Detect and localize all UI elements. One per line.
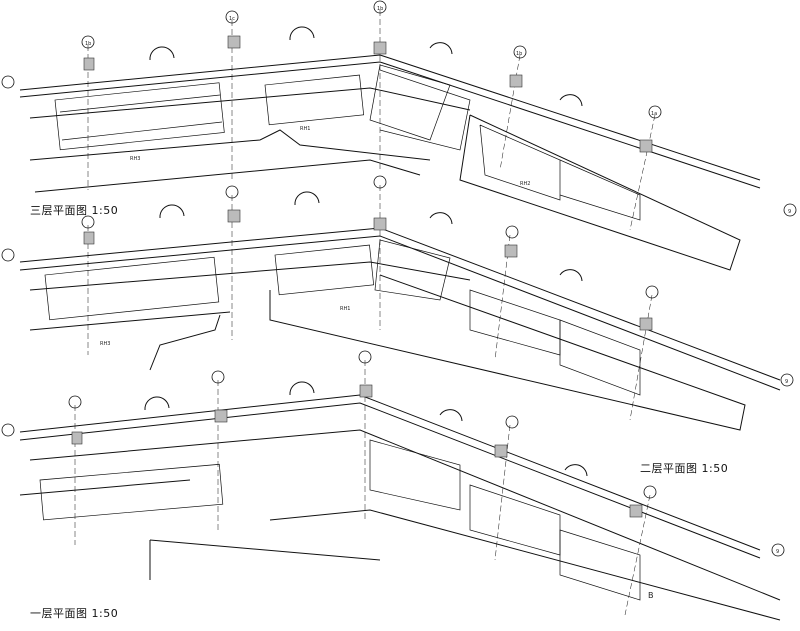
third-escalator-right: [369, 64, 471, 151]
second-floor-title: 二层平面图 1:50: [640, 462, 729, 475]
axis-tag: 1a: [651, 111, 657, 117]
axis-tag: 1b: [377, 6, 383, 12]
third-floor-title: 三层平面图 1:50: [30, 204, 119, 217]
axis-tag: 9: [785, 379, 788, 385]
third-escalator-left: [54, 82, 225, 151]
axis-tag: 1c: [229, 16, 235, 22]
third-floor-plan: [19, 10, 761, 271]
third-escalator-mid: [264, 74, 365, 126]
first-escalator-right: [369, 439, 641, 601]
axis-tag: 9: [788, 209, 791, 215]
first-floor-plan: [19, 360, 781, 621]
room-label: RH3: [130, 156, 140, 162]
axis-tag: 9: [776, 549, 779, 555]
second-escalator-long: [374, 239, 641, 396]
columns: [71, 35, 653, 518]
second-floor-plan: [19, 185, 781, 431]
extra-mark: B: [648, 591, 654, 600]
axis-tag: 1b: [516, 51, 522, 57]
room-label: RH1: [340, 306, 350, 312]
first-escalator-left: [39, 463, 224, 521]
room-label: RH3: [100, 341, 110, 347]
axis-tag: 1b: [85, 41, 91, 47]
first-floor-title: 一层平面图 1:50: [30, 607, 119, 620]
room-label: RH1: [300, 126, 310, 132]
room-label: RH2: [520, 181, 530, 187]
second-escalator-left: [44, 256, 220, 321]
axis-bubbles: [1, 0, 797, 557]
second-escalator-mid: [274, 244, 375, 296]
